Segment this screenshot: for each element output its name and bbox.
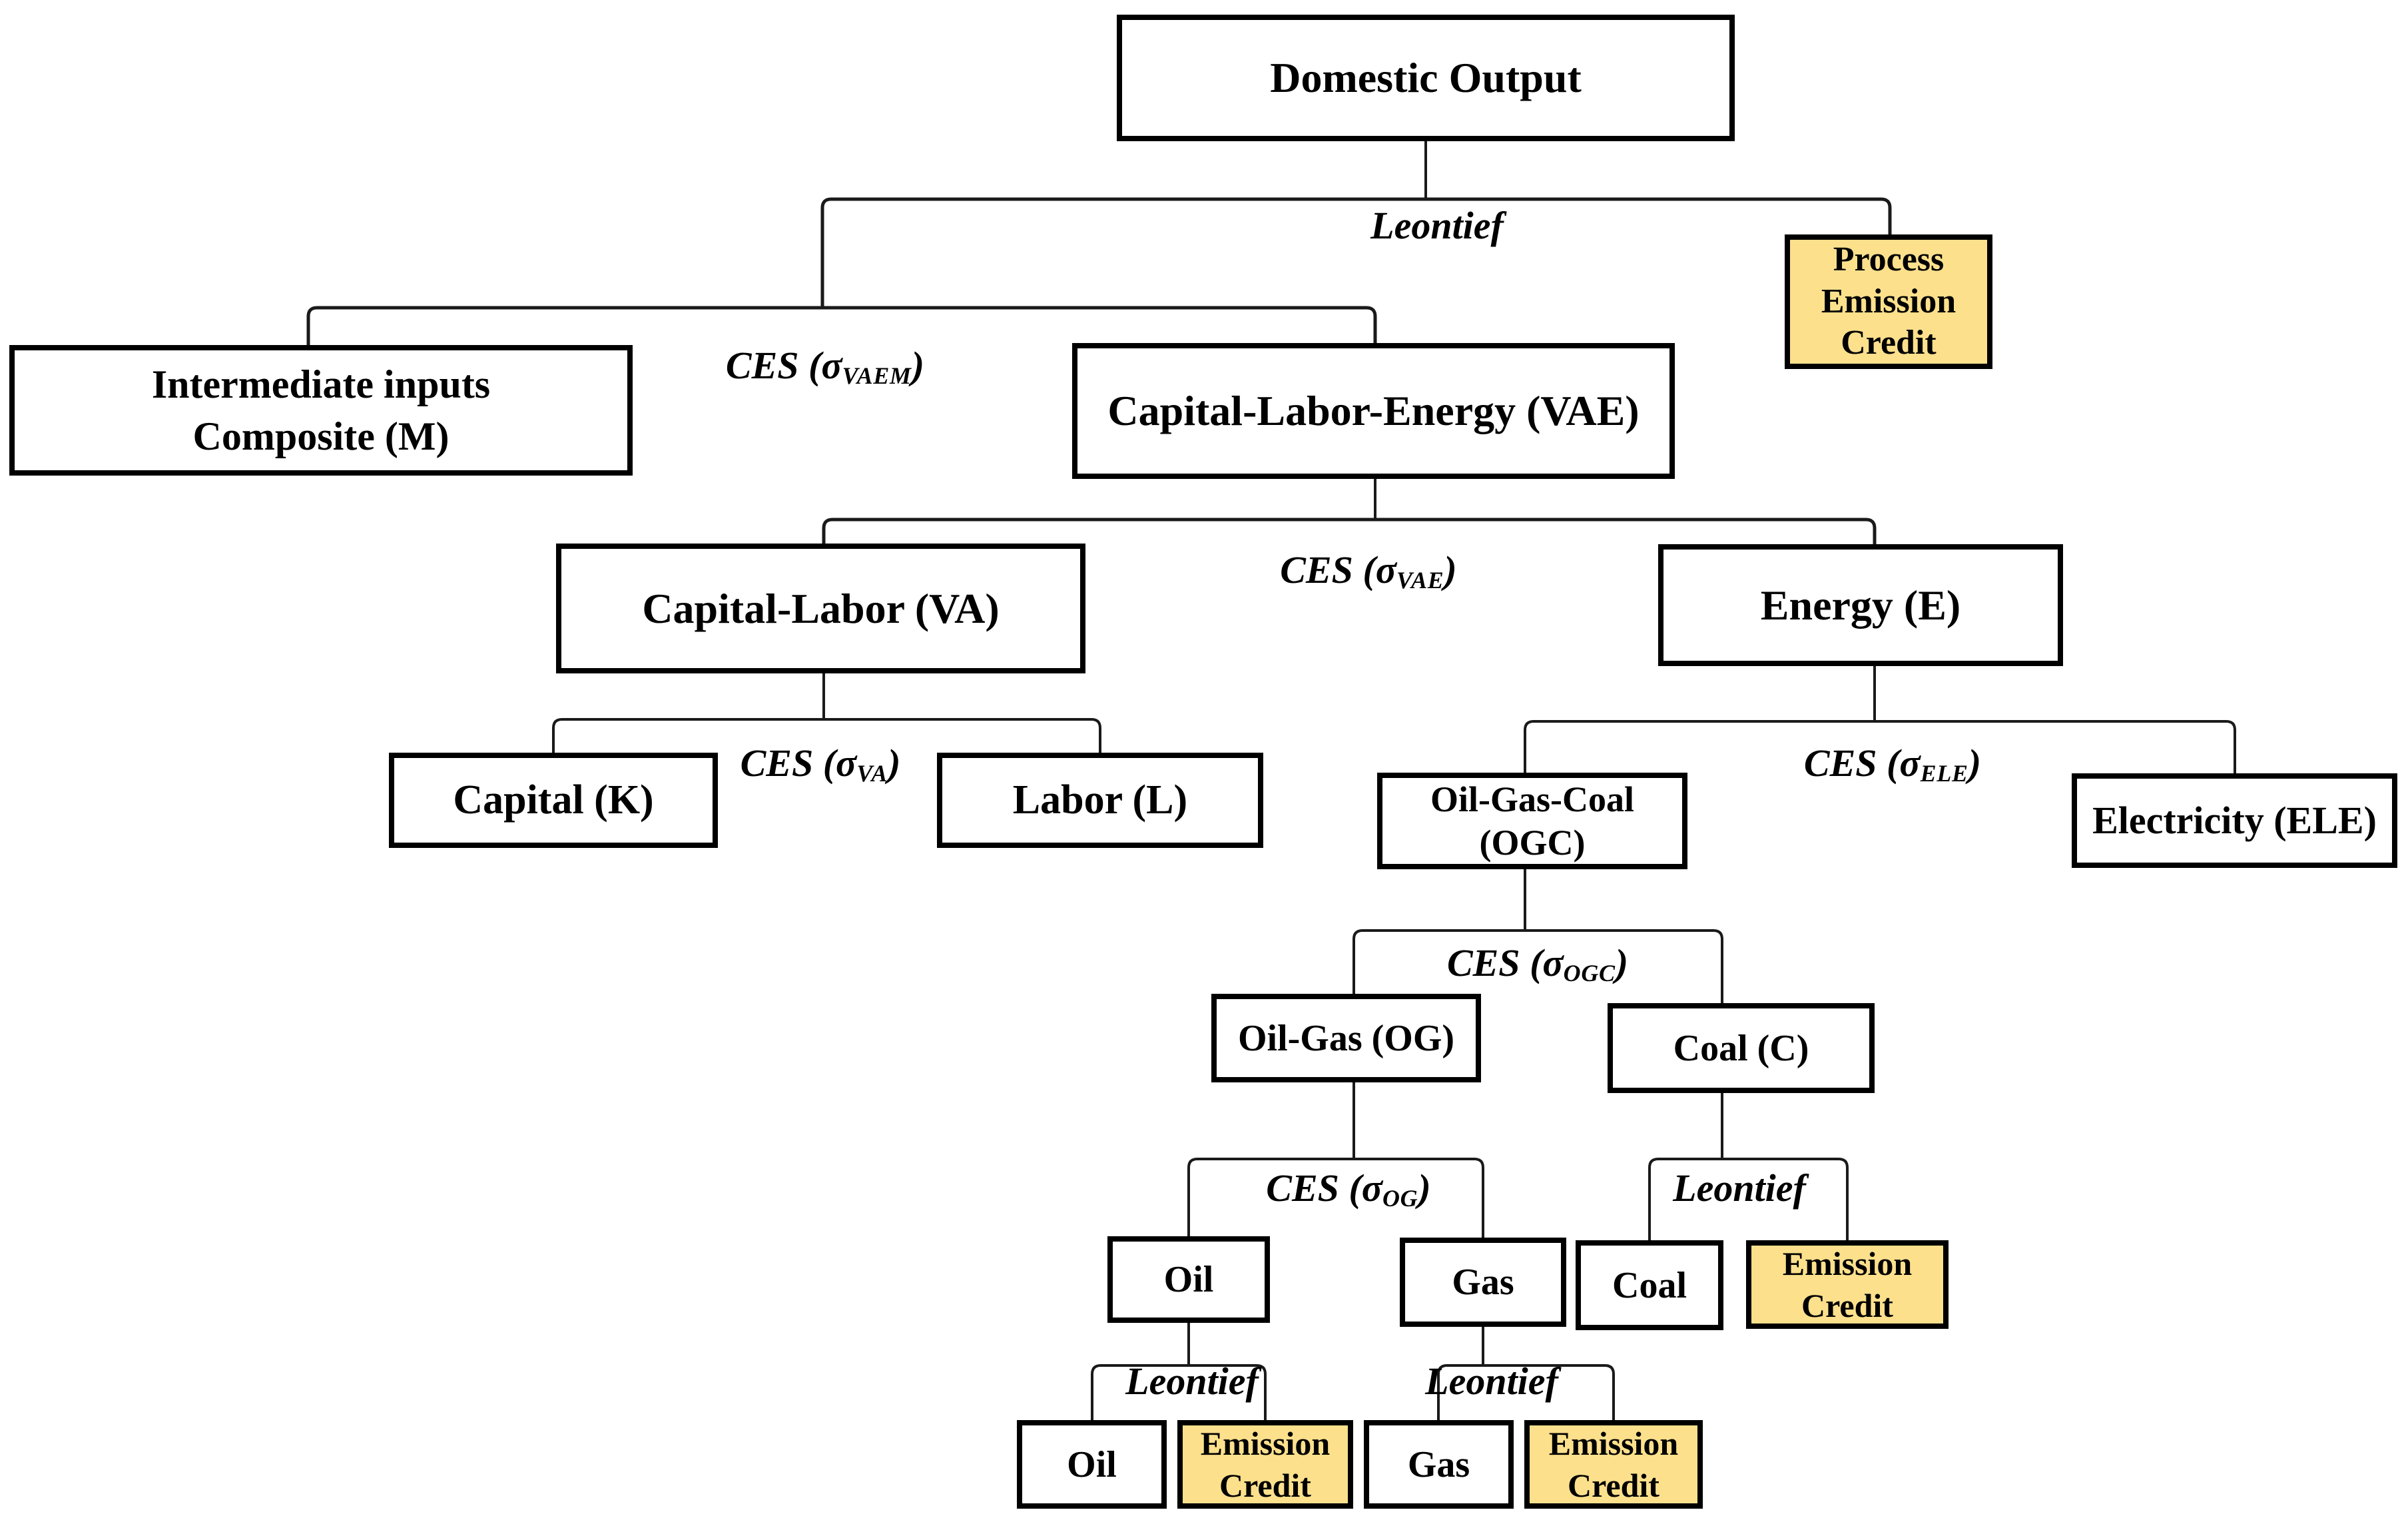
node-capital-labor-energy-vae: Capital-Labor-Energy (VAE): [1072, 343, 1675, 479]
node-emission-credit-gas: Emission Credit: [1524, 1420, 1703, 1509]
node-labor-l: Labor (L): [937, 753, 1263, 848]
node-oil-leaf: Oil: [1017, 1420, 1167, 1509]
node-capital-labor-va: Capital-Labor (VA): [556, 544, 1085, 673]
node-energy-e: Energy (E): [1658, 544, 2063, 666]
node-oil-gas-og: Oil-Gas (OG): [1211, 994, 1481, 1082]
node-emission-credit-coal: Emission Credit: [1746, 1240, 1949, 1329]
node-coal-c: Coal (C): [1608, 1003, 1875, 1093]
node-oil-gas-coal-ogc: Oil-Gas-Coal (OGC): [1377, 773, 1687, 869]
node-domestic-output: Domestic Output: [1117, 15, 1735, 141]
node-oil-mid: Oil: [1107, 1236, 1270, 1323]
node-intermediate-inputs-composite: Intermediate inputs Composite (M): [9, 345, 633, 476]
node-gas-leaf: Gas: [1364, 1420, 1514, 1509]
node-emission-credit-oil: Emission Credit: [1177, 1420, 1353, 1509]
node-process-emission-credit: Process Emission Credit: [1785, 234, 1992, 369]
node-electricity-ele: Electricity (ELE): [2072, 773, 2397, 868]
node-coal-leaf: Coal: [1576, 1240, 1723, 1330]
node-capital-k: Capital (K): [389, 753, 718, 848]
node-gas-mid: Gas: [1400, 1238, 1566, 1327]
